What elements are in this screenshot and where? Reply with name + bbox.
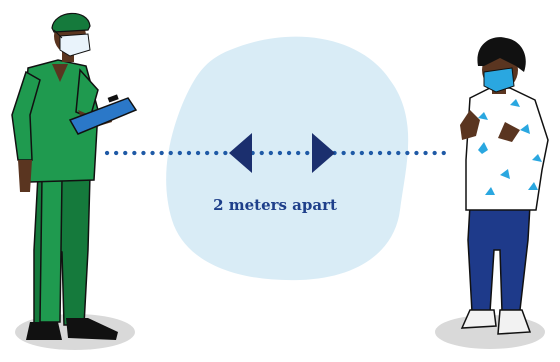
healthcare-worker-icon xyxy=(12,13,136,340)
distance-blob xyxy=(166,37,408,281)
distance-label: 2 meters apart xyxy=(190,196,360,214)
masked-woman-icon xyxy=(460,37,548,334)
